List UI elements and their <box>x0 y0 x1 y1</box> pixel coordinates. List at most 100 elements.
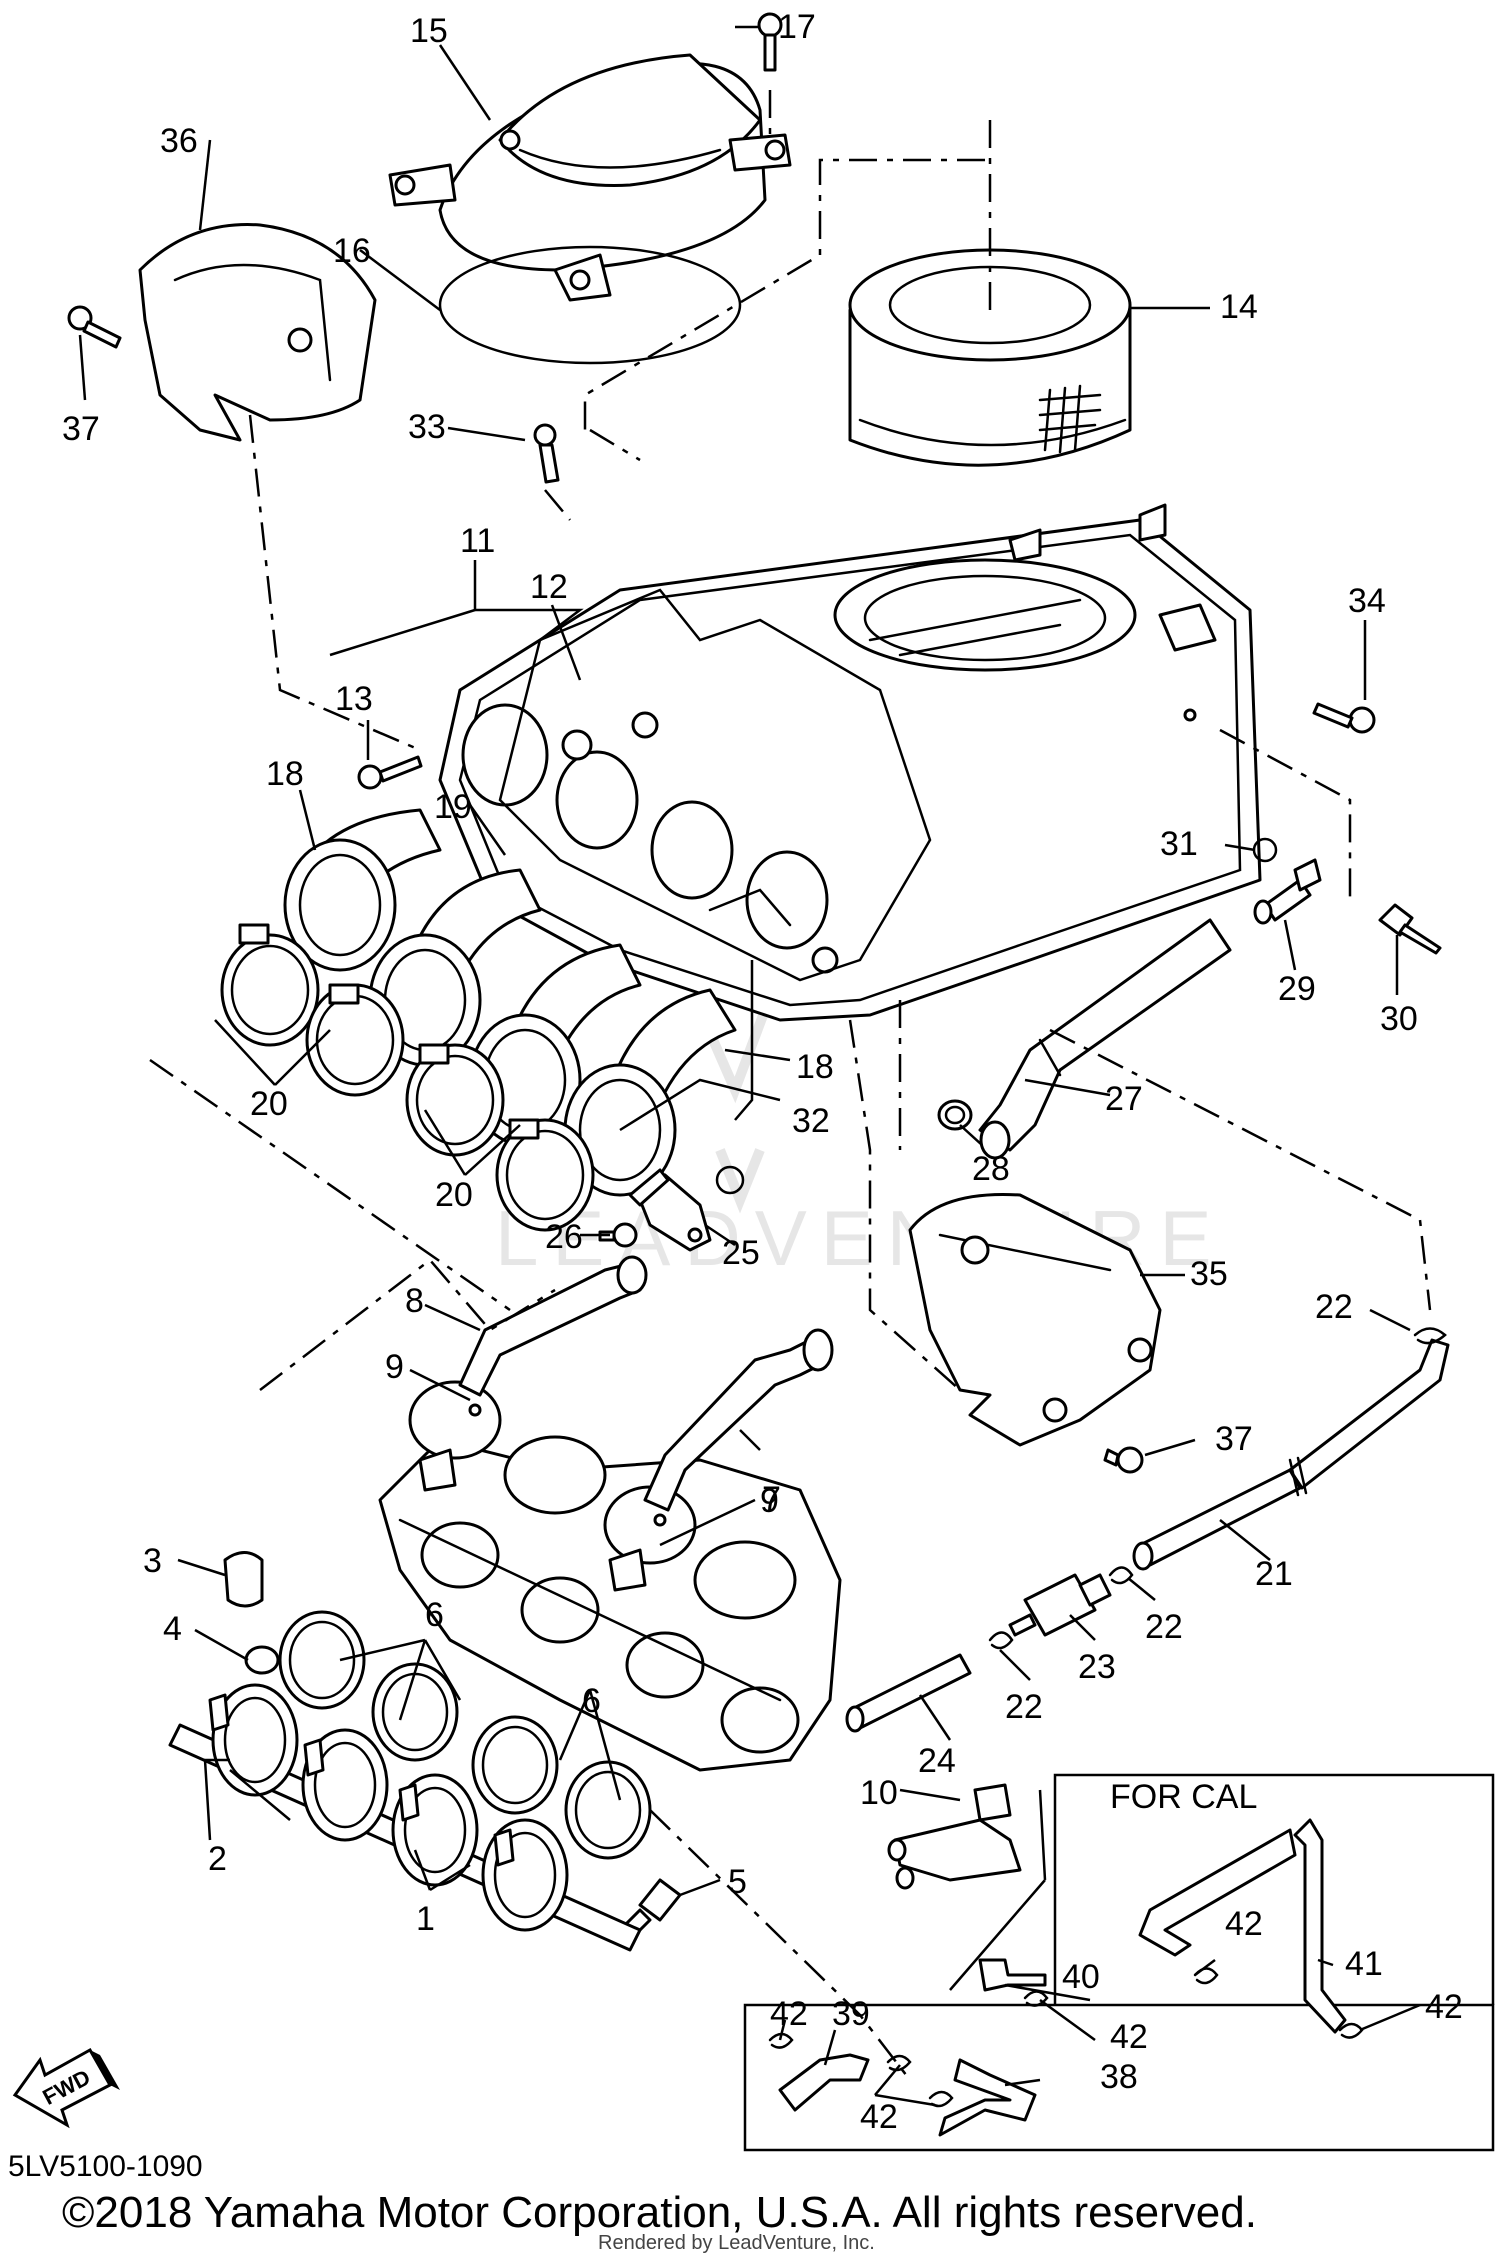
hose-joint <box>887 1783 1022 1890</box>
part-labels: 1 2 3 4 5 6 6 7 8 9 9 10 11 12 13 14 15 … <box>62 8 1463 2136</box>
label-34: 34 <box>1348 582 1386 620</box>
bolt <box>1312 702 1376 734</box>
label-21: 21 <box>1255 1555 1293 1593</box>
label-22a: 22 <box>1315 1288 1353 1326</box>
fuel-filter <box>1008 1573 1112 1637</box>
bolt <box>1103 1446 1144 1474</box>
inset-frame-top <box>1053 1773 1495 2005</box>
hose <box>458 1255 648 1397</box>
label-16: 16 <box>333 232 371 270</box>
bolt <box>67 305 122 349</box>
label-23: 23 <box>1078 1648 1116 1686</box>
fwd-arrow-icon: FWD <box>12 2047 120 2129</box>
pipe <box>845 1653 972 1733</box>
cap <box>223 1551 264 1608</box>
hose <box>643 1328 834 1512</box>
label-7: 7 <box>762 1480 781 1518</box>
copyright-text: ©2018 Yamaha Motor Corporation, U.S.A. A… <box>62 2188 1257 2237</box>
label-17: 17 <box>778 8 816 46</box>
label-9a: 9 <box>385 1348 404 1386</box>
hose-clamps <box>220 923 595 1232</box>
gasket <box>498 588 932 982</box>
clip <box>1023 1990 1049 2007</box>
leader-lines <box>78 25 1421 2107</box>
clip <box>988 1631 1014 1650</box>
label-25: 25 <box>722 1234 760 1272</box>
label-40: 40 <box>1062 1958 1100 1996</box>
label-10: 10 <box>860 1774 898 1812</box>
label-39: 39 <box>832 1995 870 2033</box>
bracket-cover <box>908 1192 1162 1447</box>
rendered-by-text: Rendered by LeadVenture, Inc. <box>598 2232 875 2254</box>
hose-clamp <box>937 1099 973 1131</box>
label-19: 19 <box>434 788 472 826</box>
hose <box>978 918 1232 1160</box>
label-31: 31 <box>1160 825 1198 863</box>
label-42c: 42 <box>1110 2018 1148 2056</box>
label-35: 35 <box>1190 1255 1228 1293</box>
label-28: 28 <box>972 1150 1010 1188</box>
label-42d: 42 <box>1425 1988 1463 2026</box>
label-5: 5 <box>728 1863 747 1901</box>
bolt <box>533 423 560 484</box>
o-ring-small <box>715 1165 745 1195</box>
label-30: 30 <box>1380 1000 1418 1038</box>
label-2: 2 <box>208 1840 227 1878</box>
label-37b: 37 <box>1215 1420 1253 1458</box>
label-1: 1 <box>416 1900 435 1938</box>
clip <box>1108 1566 1134 1585</box>
inset-frame <box>743 2003 1495 2152</box>
hose-clamps <box>278 1610 652 1860</box>
label-11: 11 <box>460 522 495 560</box>
inset-hoses <box>778 1818 1347 2137</box>
bracket <box>138 223 377 442</box>
carburetor-joints <box>168 1683 642 1952</box>
label-15: 15 <box>410 12 448 50</box>
screw <box>1378 903 1442 955</box>
inset-title: FOR CAL <box>1110 1778 1257 1816</box>
screw <box>357 755 423 790</box>
label-8: 8 <box>405 1282 424 1320</box>
clip <box>1338 2022 1364 2039</box>
clip <box>244 1645 280 1675</box>
label-18a: 18 <box>266 755 304 793</box>
label-4: 4 <box>163 1610 182 1648</box>
label-42b: 42 <box>770 1995 808 2033</box>
clip <box>928 2090 954 2108</box>
clip <box>768 2032 794 2049</box>
carburetor-assembly <box>378 1380 842 1772</box>
label-32: 32 <box>792 1102 830 1140</box>
air-filter-case <box>438 503 1262 1022</box>
label-6a: 6 <box>425 1596 444 1634</box>
label-18b: 18 <box>796 1048 834 1086</box>
label-29: 29 <box>1278 970 1316 1008</box>
label-22b: 22 <box>1145 1608 1183 1646</box>
clip <box>1193 1967 1219 1985</box>
label-38: 38 <box>1100 2058 1138 2096</box>
label-36: 36 <box>160 122 198 160</box>
label-41: 41 <box>1345 1945 1383 1983</box>
label-12: 12 <box>530 568 568 606</box>
diagram-code: 5LV5100-1090 <box>8 2150 203 2183</box>
screw <box>757 12 783 72</box>
air-filter-cover <box>388 53 792 302</box>
label-42a: 42 <box>1225 1905 1263 1943</box>
label-6b: 6 <box>582 1682 601 1720</box>
label-3: 3 <box>143 1542 162 1580</box>
label-20b: 20 <box>435 1176 473 1214</box>
label-27: 27 <box>1105 1080 1143 1118</box>
label-13: 13 <box>335 680 373 718</box>
label-9b: 9 <box>760 1482 779 1520</box>
label-24: 24 <box>918 1742 956 1780</box>
hose-long <box>1132 1338 1450 1571</box>
label-22c: 22 <box>1005 1688 1043 1726</box>
clip <box>1413 1327 1447 1345</box>
label-37a: 37 <box>62 410 100 448</box>
label-33: 33 <box>408 408 446 446</box>
assembly-lines <box>149 90 1432 2081</box>
label-26: 26 <box>545 1218 583 1256</box>
o-ring <box>438 245 742 365</box>
joint <box>1253 858 1322 925</box>
label-42e: 42 <box>860 2098 898 2136</box>
